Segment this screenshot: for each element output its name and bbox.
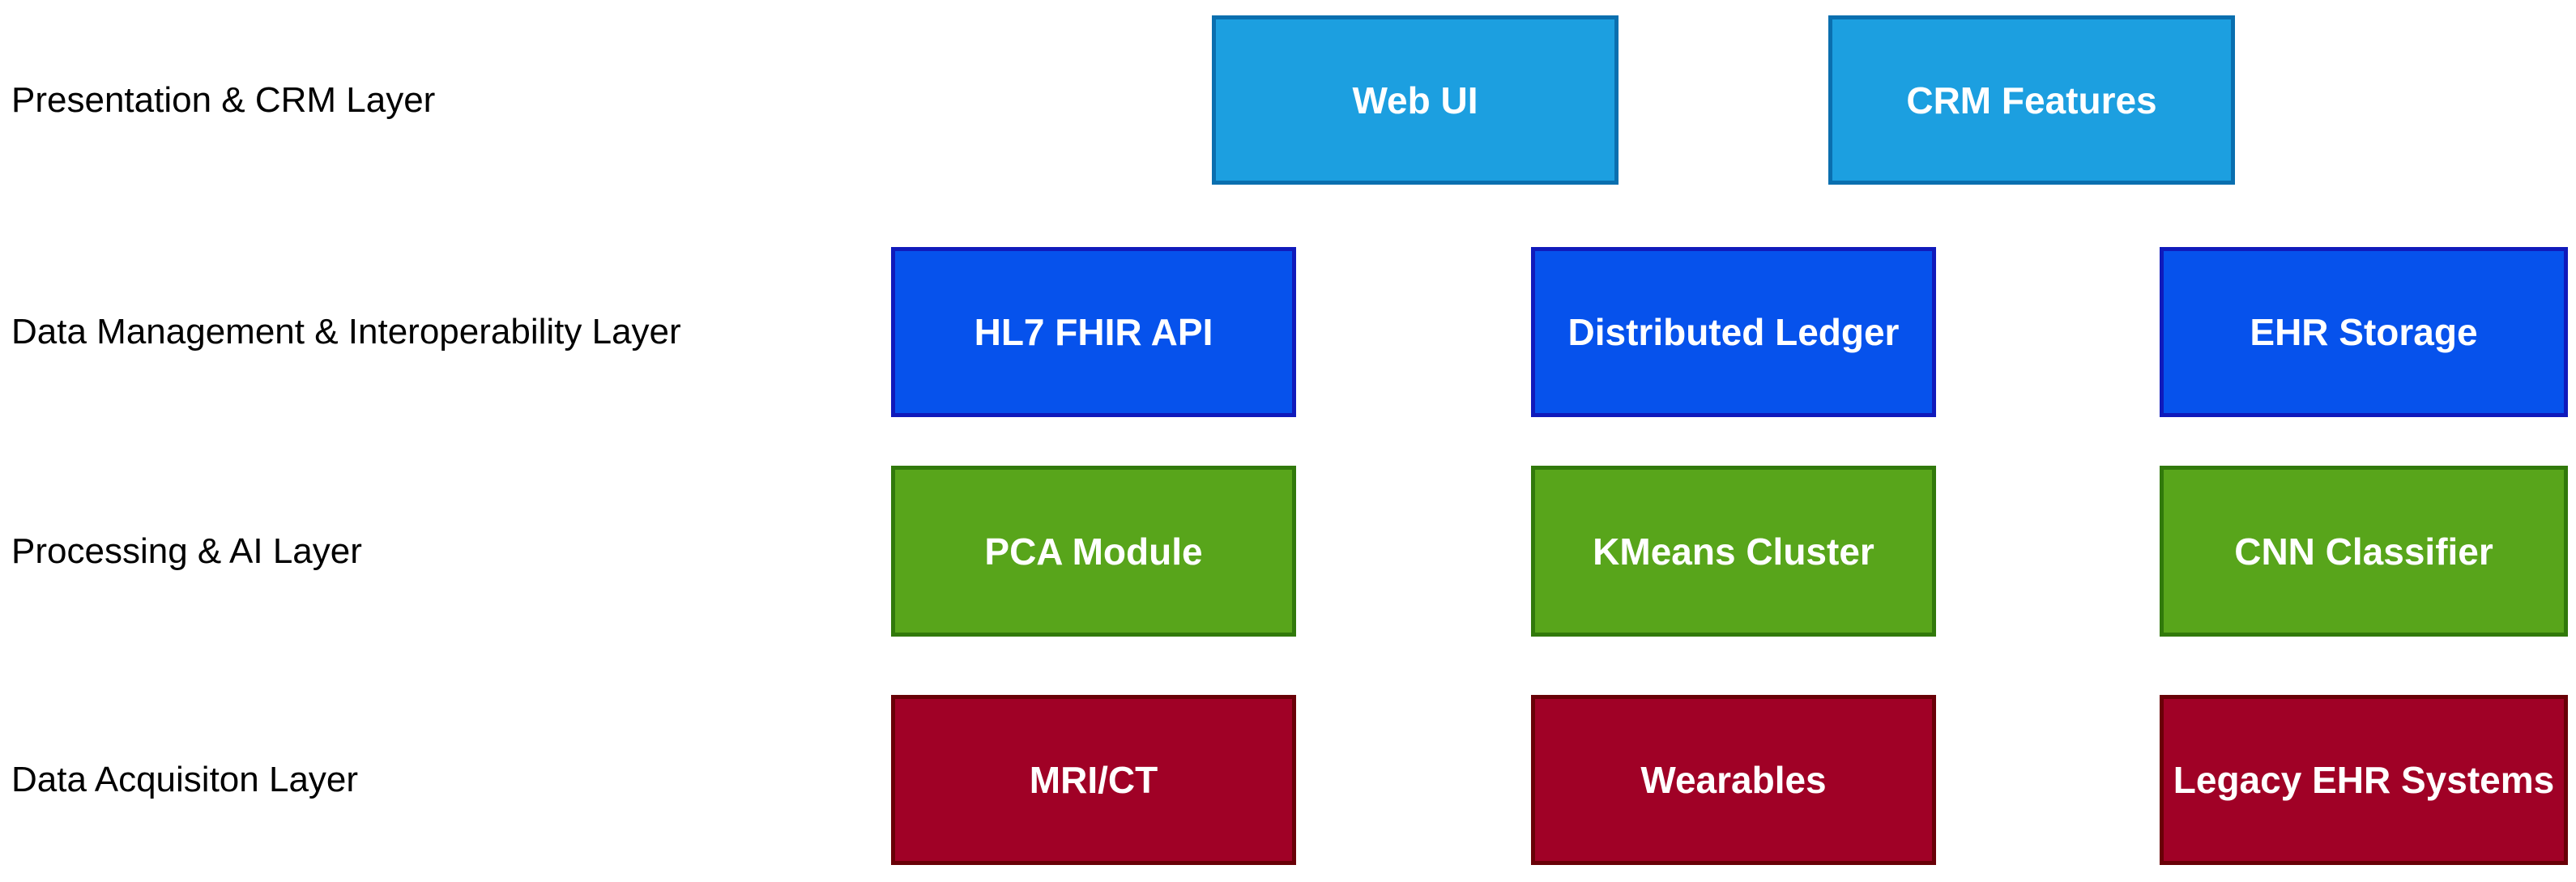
node-crm-features: CRM Features bbox=[1828, 15, 2235, 185]
node-hl7-fhir-api: HL7 FHIR API bbox=[891, 247, 1296, 417]
node-mri-ct: MRI/CT bbox=[891, 695, 1296, 865]
node-distributed-ledger: Distributed Ledger bbox=[1531, 247, 1936, 417]
node-legacy-ehr-systems: Legacy EHR Systems bbox=[2160, 695, 2568, 865]
node-kmeans-cluster: KMeans Cluster bbox=[1531, 466, 1936, 637]
layer-label-processing-ai: Processing & AI Layer bbox=[11, 530, 362, 571]
node-wearables: Wearables bbox=[1531, 695, 1936, 865]
layer-row-presentation-crm: Presentation & CRM Layer Web UI CRM Feat… bbox=[0, 15, 2576, 185]
layer-label-data-management: Data Management & Interoperability Layer bbox=[11, 312, 681, 352]
node-cnn-classifier: CNN Classifier bbox=[2160, 466, 2568, 637]
layer-label-presentation-crm: Presentation & CRM Layer bbox=[11, 79, 436, 120]
layer-row-data-acquisition: Data Acquisiton Layer MRI/CT Wearables L… bbox=[0, 695, 2576, 865]
layer-row-data-management: Data Management & Interoperability Layer… bbox=[0, 247, 2576, 417]
node-web-ui: Web UI bbox=[1212, 15, 1619, 185]
layer-row-processing-ai: Processing & AI Layer PCA Module KMeans … bbox=[0, 466, 2576, 637]
layer-label-data-acquisition: Data Acquisiton Layer bbox=[11, 760, 359, 799]
node-ehr-storage: EHR Storage bbox=[2160, 247, 2568, 417]
node-pca-module: PCA Module bbox=[891, 466, 1296, 637]
